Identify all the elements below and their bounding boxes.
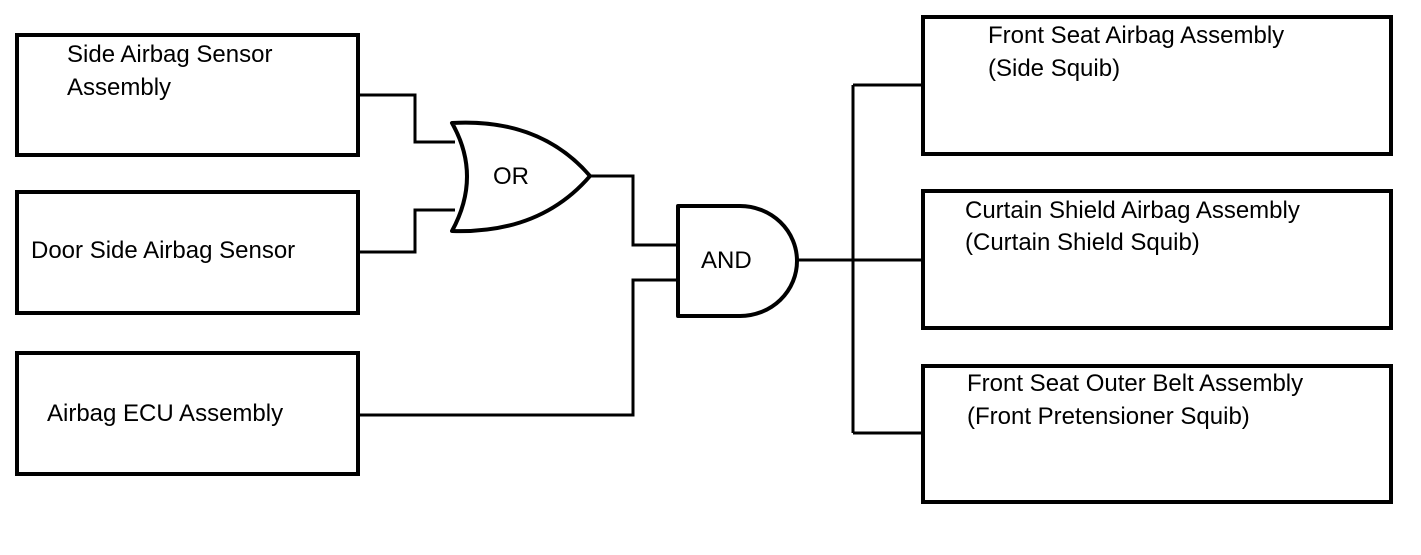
input-box-side-airbag-sensor: Side Airbag Sensor Assembly bbox=[15, 33, 360, 157]
input-box-door-side-airbag-sensor: Door Side Airbag Sensor bbox=[15, 190, 360, 315]
input-label-line1: Side Airbag Sensor bbox=[67, 41, 272, 68]
input-box-airbag-ecu-assembly: Airbag ECU Assembly bbox=[15, 351, 360, 476]
output-label-line1: Front Seat Airbag Assembly bbox=[988, 22, 1284, 49]
input-label-line1: Door Side Airbag Sensor bbox=[31, 237, 295, 264]
and-gate-label: AND bbox=[701, 247, 752, 274]
output-label-line1: Curtain Shield Airbag Assembly bbox=[965, 197, 1300, 224]
or-gate-label: OR bbox=[493, 163, 529, 190]
output-box-front-seat-outer-belt-assembly: Front Seat Outer Belt Assembly (Front Pr… bbox=[921, 364, 1393, 504]
wire-ecu-to-and bbox=[358, 278, 678, 417]
wire-door-sensor-to-or bbox=[358, 208, 455, 254]
output-box-front-seat-airbag-assembly: Front Seat Airbag Assembly (Side Squib) bbox=[921, 15, 1393, 156]
output-label-line2: (Curtain Shield Squib) bbox=[965, 229, 1200, 256]
output-label-line2: (Front Pretensioner Squib) bbox=[967, 403, 1250, 430]
output-label-line2: (Side Squib) bbox=[988, 55, 1120, 82]
output-box-curtain-shield-airbag-assembly: Curtain Shield Airbag Assembly (Curtain … bbox=[921, 189, 1393, 330]
wire-or-to-and bbox=[590, 174, 678, 247]
and-gate: AND bbox=[676, 204, 799, 318]
input-label-line2: Assembly bbox=[67, 74, 171, 101]
input-label-line1: Airbag ECU Assembly bbox=[47, 400, 283, 427]
or-gate: OR bbox=[450, 120, 592, 234]
output-label-line1: Front Seat Outer Belt Assembly bbox=[967, 370, 1303, 397]
wire-side-sensor-to-or bbox=[358, 93, 455, 144]
